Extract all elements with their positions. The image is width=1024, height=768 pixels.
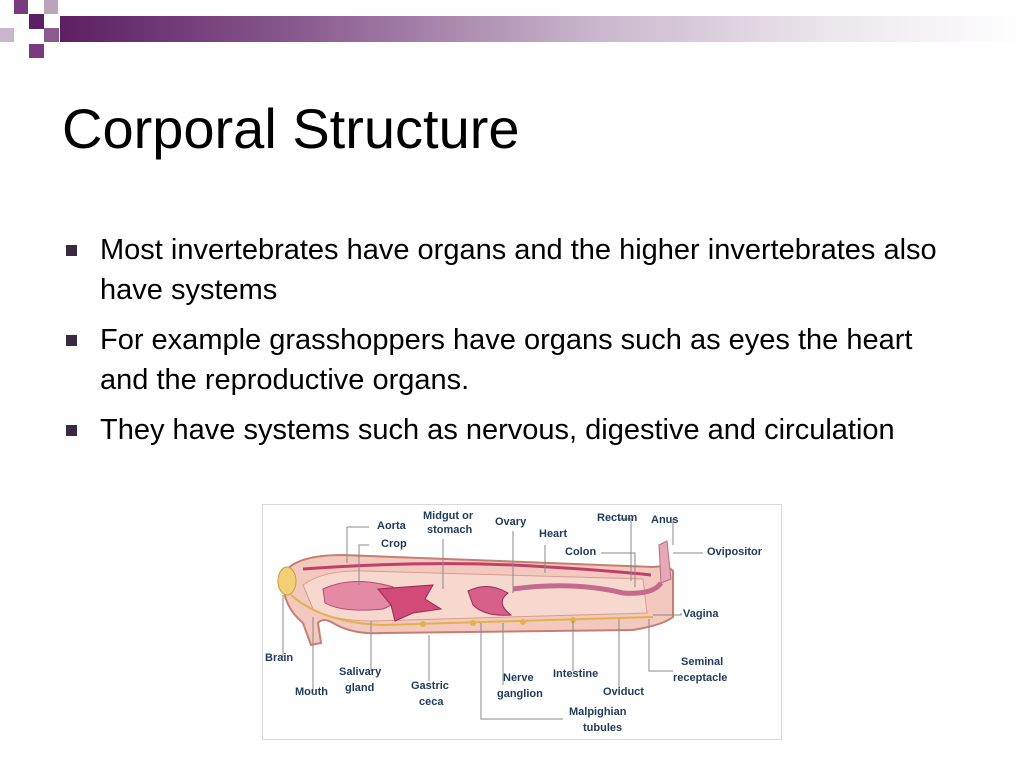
- label-vagina: Vagina: [683, 608, 719, 620]
- label-oviduct: Oviduct: [603, 686, 644, 698]
- bullet-list: Most invertebrates have organs and the h…: [62, 230, 942, 460]
- ovipositor-shape: [658, 540, 672, 584]
- midgut-shape: [377, 584, 443, 622]
- ovary-shape: [467, 586, 513, 616]
- bullet-square-icon: [66, 245, 77, 256]
- label-intestine: Intestine: [553, 668, 598, 680]
- label-gastric: Gastric: [411, 680, 449, 692]
- label-seminal: receptacle: [673, 672, 727, 684]
- deco-square: [0, 28, 14, 42]
- label-seminal: Seminal: [681, 656, 723, 668]
- bullet-item: For example grasshoppers have organs suc…: [62, 320, 942, 400]
- label-ovipositor: Ovipositor: [707, 546, 763, 558]
- bullet-square-icon: [66, 335, 77, 346]
- nerve-ganglion: [420, 621, 426, 627]
- label-salivary: gland: [345, 682, 374, 694]
- aorta-shape: [302, 562, 652, 577]
- grasshopper-anatomy-diagram: Aorta Crop Midgut or stomach Ovary Heart…: [262, 504, 782, 740]
- label-rectum: Rectum: [597, 512, 638, 524]
- label-mouth: Mouth: [295, 686, 328, 698]
- label-heart: Heart: [539, 528, 567, 540]
- deco-square: [44, 28, 59, 42]
- label-salivary: Salivary: [339, 666, 382, 678]
- bullet-square-icon: [66, 425, 77, 436]
- bullet-item: They have systems such as nervous, diges…: [62, 410, 942, 450]
- label-crop: Crop: [381, 538, 407, 550]
- label-midgut: Midgut or: [423, 510, 474, 522]
- deco-square: [29, 14, 44, 29]
- label-anus: Anus: [651, 514, 679, 526]
- bullet-text: For example grasshoppers have organs suc…: [100, 324, 913, 396]
- label-ovary: Ovary: [495, 516, 527, 528]
- deco-square: [29, 44, 44, 58]
- slide-title: Corporal Structure: [62, 97, 520, 160]
- gradient-band: [60, 16, 1024, 42]
- colon-shape: [512, 581, 664, 596]
- label-aorta: Aorta: [377, 520, 407, 532]
- anatomy-svg: Aorta Crop Midgut or stomach Ovary Heart…: [265, 510, 763, 734]
- brain-shape: [277, 566, 297, 596]
- title-decoration-bar: [0, 0, 1024, 62]
- leader-lines: [282, 518, 703, 720]
- bullet-text: They have systems such as nervous, diges…: [100, 414, 895, 446]
- label-nerve: ganglion: [497, 688, 543, 700]
- label-colon: Colon: [565, 546, 596, 558]
- label-nerve: Nerve: [503, 672, 534, 684]
- nerve-ganglion: [520, 619, 526, 625]
- label-gastric: ceca: [419, 696, 444, 708]
- nerve-ganglion: [470, 620, 476, 626]
- bullet-text: Most invertebrates have organs and the h…: [100, 234, 937, 306]
- deco-square: [44, 0, 58, 14]
- deco-square: [14, 0, 28, 14]
- label-malpighian: tubules: [583, 722, 622, 734]
- label-malpighian: Malpighian: [569, 706, 627, 718]
- label-midgut: stomach: [427, 524, 473, 536]
- label-brain: Brain: [265, 652, 293, 664]
- nerve-cord: [290, 594, 654, 627]
- nerve-ganglion: [570, 617, 576, 623]
- bullet-item: Most invertebrates have organs and the h…: [62, 230, 942, 310]
